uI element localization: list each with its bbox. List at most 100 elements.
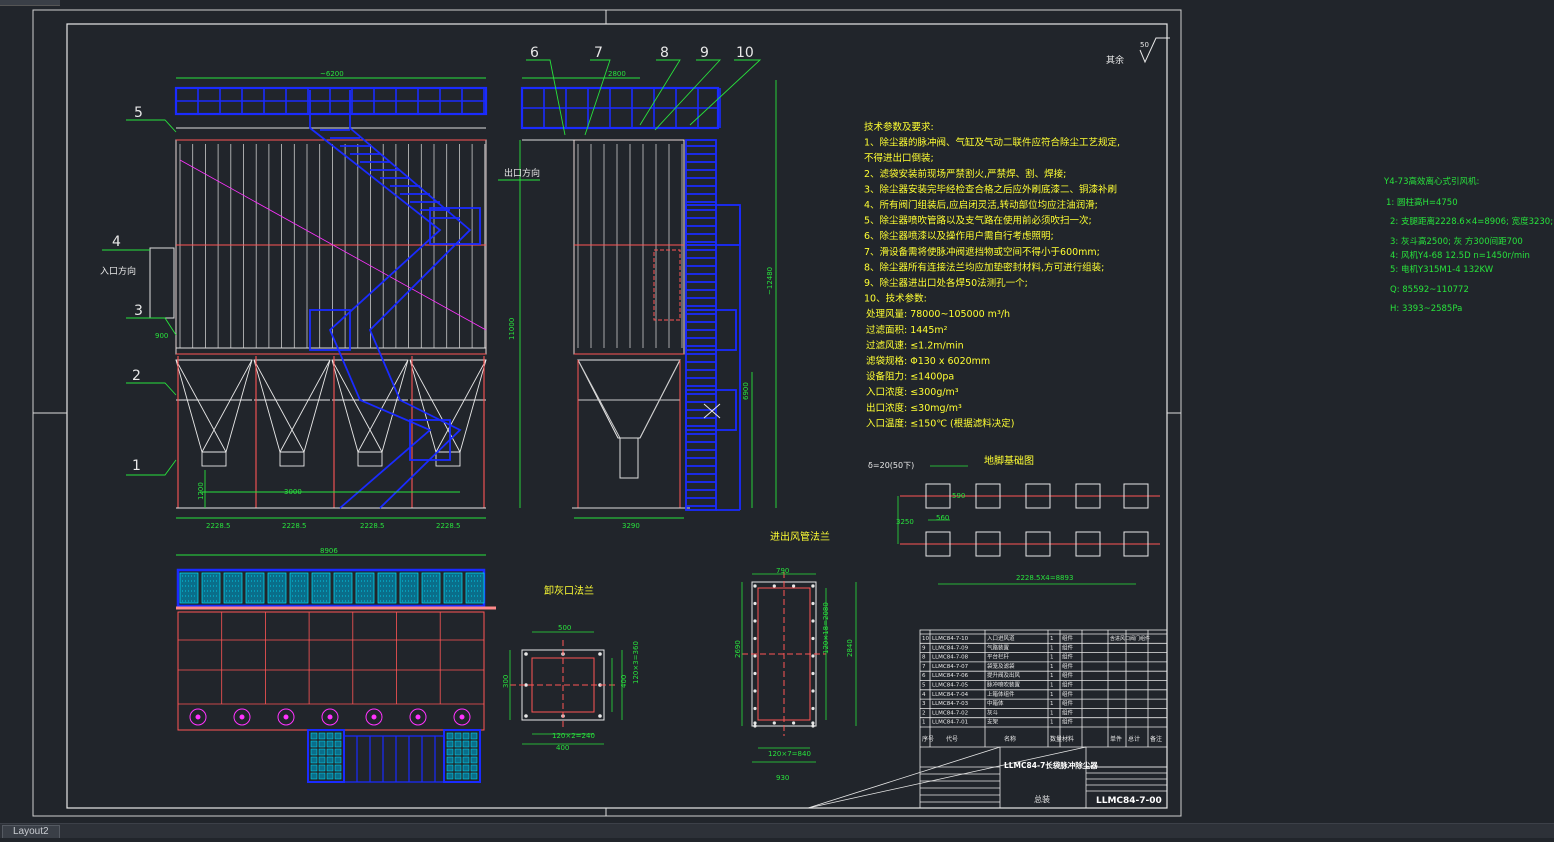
tb-header: 代号: [946, 735, 958, 743]
tb-row-material: 组件: [1062, 653, 1074, 661]
dim-fl_bottom: 400: [620, 675, 628, 688]
dim-fl_w: 500: [558, 624, 571, 632]
side-elevation: [520, 86, 741, 511]
tb-row-code: LLMC84-7-04: [932, 692, 969, 698]
label-delta: δ=20(50下): [868, 461, 914, 470]
ash-outlet-flange: [509, 631, 623, 745]
fan-note-line: Y4-73高效离心式引风机:: [1383, 176, 1479, 187]
tb-row-no: 8: [922, 655, 926, 661]
tb-row-qty: 1: [1050, 683, 1054, 689]
tech-note-line: 10、技术参数:: [864, 293, 927, 305]
tb-header: 数量: [1050, 735, 1062, 743]
roughness-symbol: [1139, 37, 1170, 64]
tech-note-line: 1、除尘器的脉冲阀、气缸及气动二联件应符合除尘工艺规定,: [864, 137, 1120, 149]
tb-row-name: 灰斗: [987, 708, 999, 716]
tb-row-code: LLMC84-7-05: [932, 683, 969, 689]
label-duct-flange-title: 进出风管法兰: [770, 530, 830, 543]
callout-7: 7: [594, 45, 603, 61]
tb-row-name: 脉冲喷吹装置: [987, 681, 1021, 689]
dimension-lines: [176, 77, 777, 556]
callout-3: 3: [134, 303, 143, 319]
dim-bottom_total: 8906: [320, 547, 338, 555]
callout-leaders: [102, 59, 762, 476]
tb-header: 总计: [1128, 735, 1140, 743]
tb-row-code: LLMC84-7-02: [932, 710, 968, 716]
dim-bay3: 2228.5: [360, 522, 385, 530]
dim-duct_side: 2690: [734, 640, 742, 658]
tb-row-qty: 1: [1050, 673, 1054, 679]
tb-row-qty: 1: [1050, 664, 1054, 670]
tech-note-line: 5、除尘器喷吹管路以及支气路在使用前必须吹扫一次;: [864, 215, 1092, 227]
label-foundation-title: 地脚基础图: [984, 454, 1034, 467]
tb-row-qty: 1: [1050, 636, 1054, 642]
tb-row-no: 6: [922, 673, 926, 679]
tb-row-no: 2: [922, 710, 926, 716]
plan-view: [176, 568, 496, 783]
tb-row-name: 袋笼及滤袋: [987, 662, 1015, 670]
fan-note-line: 4: 风机Y4-68 12.5D n=1450r/min: [1390, 250, 1530, 261]
tb-row-material: 组件: [1062, 718, 1074, 726]
dim-small: 900: [155, 332, 168, 340]
callout-10: 10: [736, 45, 754, 61]
front-elevation: [149, 86, 488, 509]
tb-row-material: 组件: [1062, 708, 1074, 716]
dim-top_width: ~6200: [320, 70, 344, 78]
layout-tab-bar: Layout2: [0, 823, 1554, 838]
tech-note-line: 8、除尘器所有连接法兰均应加垫密封材料,方可进行组装;: [864, 261, 1104, 273]
tech-note-line: 过滤风速: ≤1.2m/min: [866, 339, 964, 351]
tech-note-line: 入口温度: ≤150℃ (根据滤料决定): [866, 417, 1014, 429]
tech-note-line: 过滤面积: 1445m²: [866, 324, 948, 336]
tb-row-material: 组件: [1062, 699, 1074, 707]
dim-height2: ~12480: [766, 267, 774, 295]
tab-model[interactable]: [0, 0, 60, 6]
tech-note-line: 滤袋规格: Φ130 x 6020mm: [866, 355, 990, 367]
tb-row-no: 7: [922, 664, 926, 670]
label-roughness-value: 50: [1140, 41, 1149, 49]
tb-row-qty: 1: [1050, 655, 1054, 661]
dim-fnd_total: 2228.5X4=8893: [1016, 574, 1073, 582]
tech-notes: 技术参数及要求:1、除尘器的脉冲阀、气缸及气动二联件应符合除尘工艺规定,不得进出…: [864, 121, 1120, 429]
tech-note-line: 7、滑设备需将使脉冲阀遮挡物或空间不得小于600mm;: [864, 246, 1100, 258]
callout-6: 6: [530, 45, 539, 61]
tb-row-no: 4: [922, 692, 926, 698]
tb-header: 序号: [922, 735, 934, 743]
label-roughness: 其余: [1106, 54, 1124, 66]
tb-row-no: 10: [922, 636, 929, 642]
dim-hopper_h: 1200: [197, 482, 205, 500]
tb-row-name: 上箱体组件: [987, 690, 1015, 698]
tab-layout2[interactable]: Layout2: [2, 825, 60, 838]
tb-drawing-code: LLMC84-7-00: [1096, 796, 1162, 806]
tb-row-code: LLMC84-7-01: [932, 720, 968, 726]
tb-row-note: 含进风口阀门组件: [1110, 635, 1150, 642]
dim-fl_h: 300: [502, 675, 510, 688]
fan-note-line: 3: 灰斗高2500; 灰 方300间距700: [1390, 236, 1523, 247]
tb-row-name: 气路装置: [987, 643, 1010, 651]
tech-note-line: 2、滤袋安装前现场严禁割火,严禁焊、割、焊接;: [864, 168, 1066, 180]
dim-duct_h: 2840: [846, 639, 854, 657]
callout-2: 2: [132, 368, 141, 384]
tb-row-qty: 1: [1050, 692, 1054, 698]
dim-fl_out: 400: [556, 744, 569, 752]
dim-bay1: 2228.5: [206, 522, 231, 530]
tech-note-line: 不得进出口倒装;: [864, 152, 934, 164]
tech-note-line: 3、除尘器安装完毕经检查合格之后应外刷底漆二、铜漆补刷: [864, 183, 1117, 195]
tb-row-no: 3: [922, 701, 926, 707]
dim-duct_bot: 120×7=840: [768, 750, 811, 758]
callout-4: 4: [112, 234, 121, 250]
tech-note-line: 设备阻力: ≤1400pa: [866, 371, 954, 383]
crosshair-icon: [703, 403, 721, 419]
tb-row-qty: 1: [1050, 720, 1054, 726]
dim-fl_in: 120×3=360: [632, 641, 640, 684]
tb-row-name: 平台栏杆: [987, 653, 1010, 661]
tb-row-no: 1: [922, 720, 926, 726]
duct-flange: [741, 572, 857, 763]
tb-row-material: 组件: [1062, 634, 1074, 642]
tb-row-name: 入口进风道: [987, 634, 1015, 642]
tb-row-name: 支架: [987, 718, 999, 726]
tb-row-no: 9: [922, 645, 926, 651]
dim-duct_b2: 930: [776, 774, 789, 782]
label-inlet-direction: 入口方向: [100, 265, 136, 277]
